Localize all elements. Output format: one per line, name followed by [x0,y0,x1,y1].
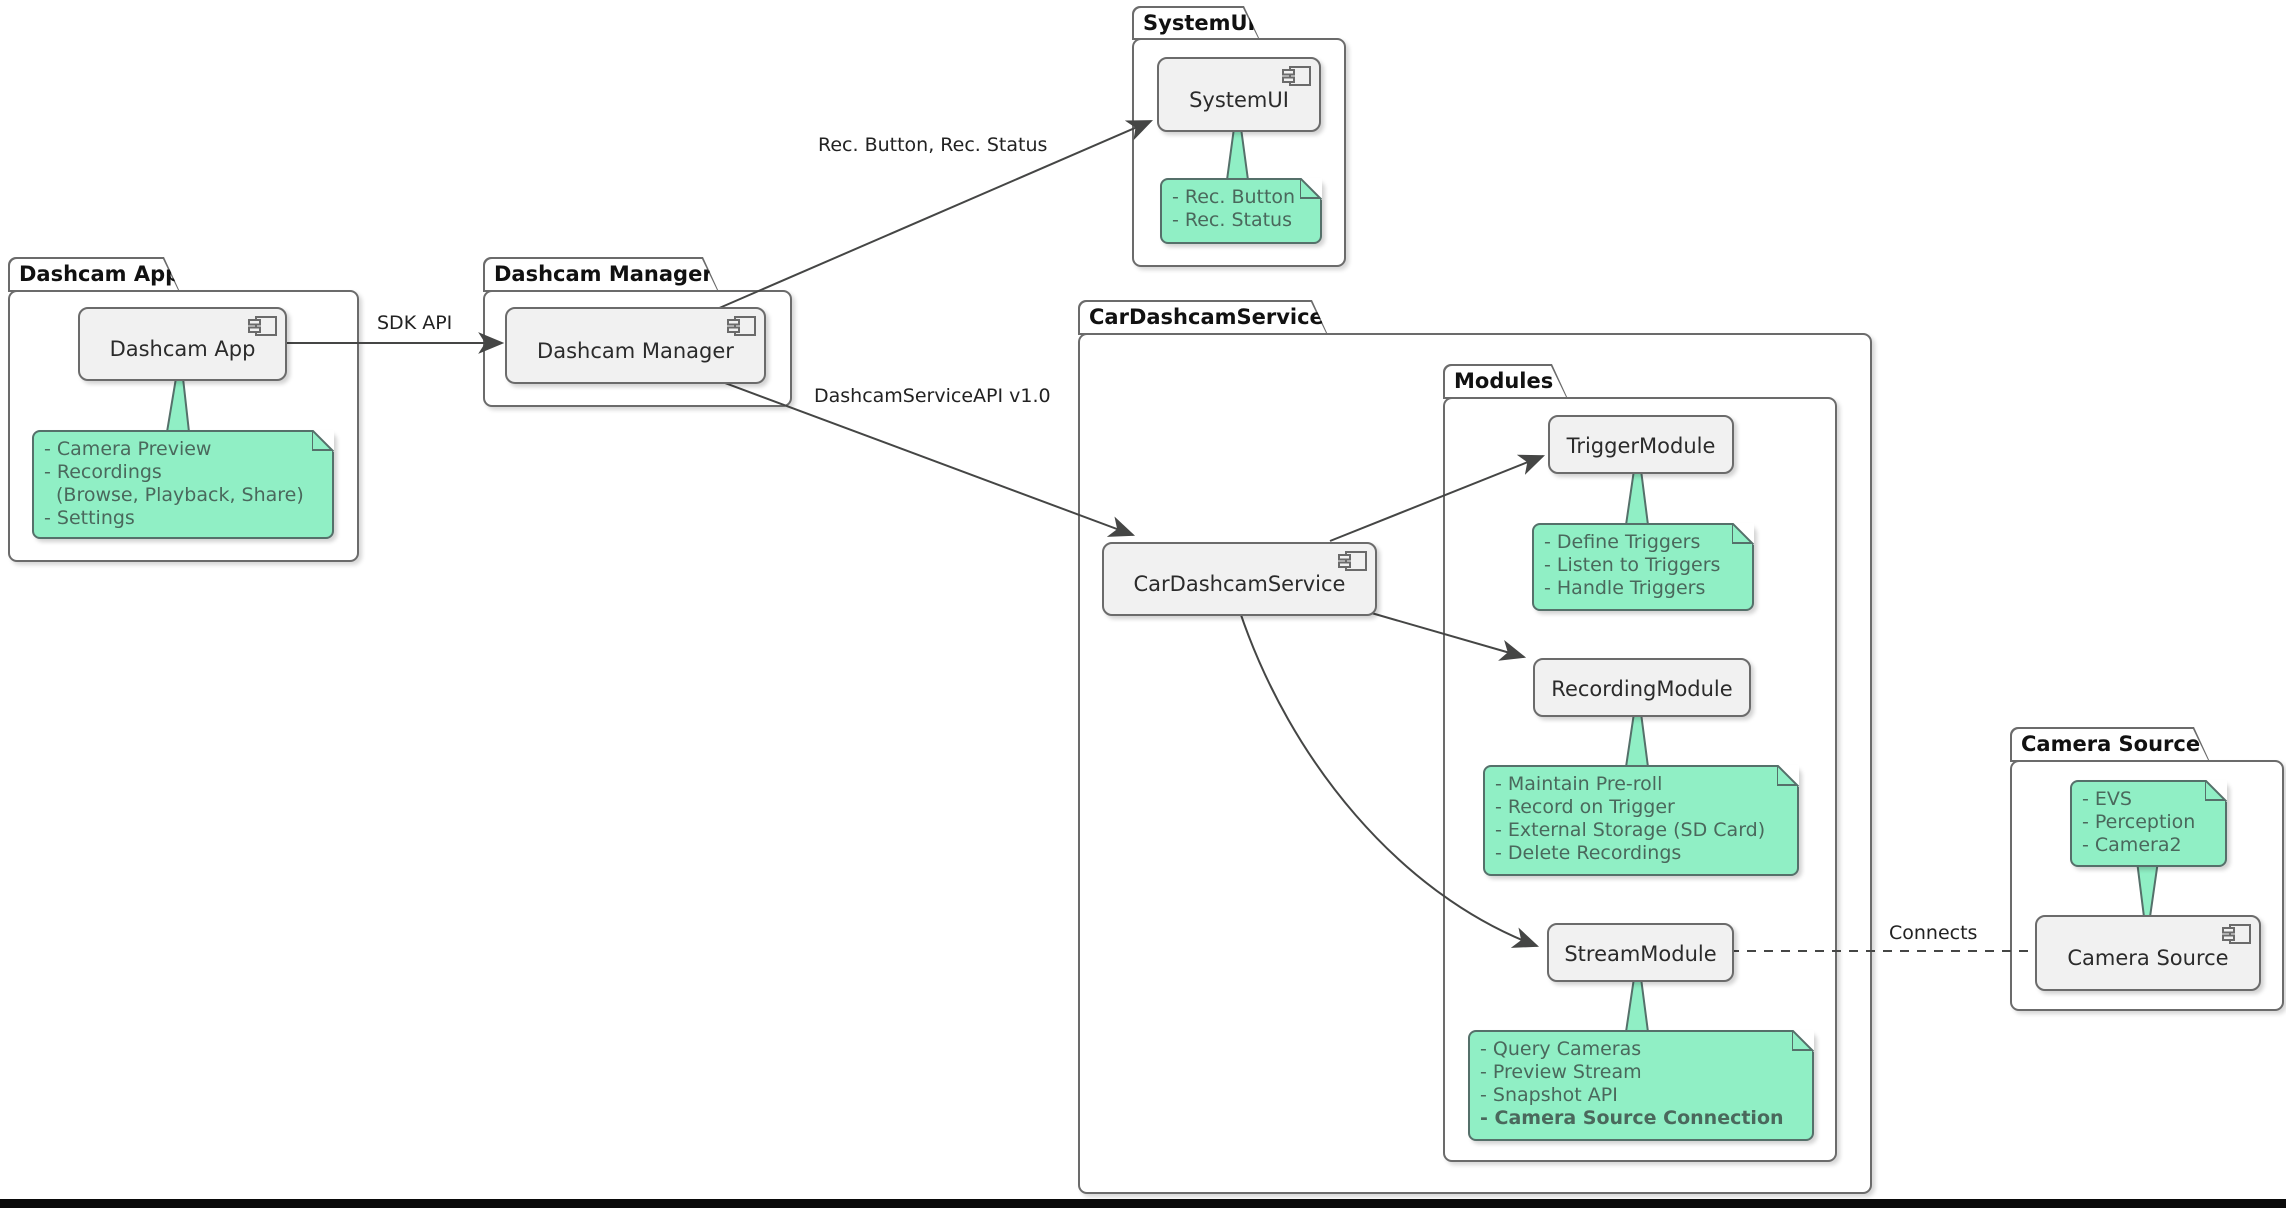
note-systemui: - Rec. Button - Rec. Status [1160,175,1323,244]
package-tab-dashcam-manager: Dashcam Manager [483,257,719,292]
component-label: TriggerModule [1566,433,1716,458]
component-label: Camera Source [2067,946,2229,970]
edge-label-connects: Connects [1889,922,1978,944]
note-fold-icon [1776,762,1800,787]
package-tab-modules: Modules [1443,364,1568,399]
note-tail-stream [1624,977,1650,1033]
note-fold-icon [1299,175,1323,200]
note-fold-icon [311,427,335,452]
note-line: - Perception [2082,811,2196,833]
component-icon [248,315,278,339]
note-fold-icon [1731,520,1755,545]
bottom-bar [0,1199,2286,1208]
package-title: Dashcam Manager [494,262,713,286]
note-tail-recording [1624,712,1650,768]
component-label: RecordingModule [1551,676,1733,701]
note-tail-systemui [1225,127,1250,181]
component-icon [1282,65,1312,89]
note-line: - Camera Preview [44,438,212,460]
package-tab-dashcam-app: Dashcam App [8,257,180,292]
edge-service-to-stream [1239,611,1540,948]
note-dashcam-app: - Camera Preview - Recordings (Browse, P… [32,427,335,539]
note-camera-source: - EVS - Perception - Camera2 [2070,777,2228,867]
note-line: - Define Triggers [1544,531,1701,553]
component-trigger-module: TriggerModule [1548,415,1734,474]
component-dashcam-manager: Dashcam Manager [505,307,766,384]
edge-label-rec-button-status: Rec. Button, Rec. Status [818,134,1048,156]
edge-label-dashcam-service-api: DashcamServiceAPI v1.0 [814,385,1051,407]
note-tail-trigger [1624,469,1650,526]
component-camera-source: Camera Source [2035,915,2261,991]
component-dashcam-app: Dashcam App [78,307,287,381]
component-label: Dashcam App [109,337,256,361]
component-systemui: SystemUI [1157,57,1321,132]
note-line: - External Storage (SD Card) [1495,819,1766,841]
note-line: - Handle Triggers [1544,577,1706,599]
note-line: - Recordings [44,461,162,483]
note-line: - Preview Stream [1480,1061,1642,1083]
component-label: Dashcam Manager [537,338,734,363]
note-line: - EVS [2082,788,2132,810]
edge-service-to-recording [1367,611,1527,661]
edge-manager-to-systemui [716,120,1153,310]
component-icon [2222,923,2252,947]
package-title: CarDashcamService [1089,305,1324,329]
component-icon [727,315,757,339]
package-title: Modules [1454,369,1554,393]
package-title: SystemUI [1143,11,1256,35]
note-line: - Camera2 [2082,834,2182,856]
note-line: - Maintain Pre-roll [1495,773,1663,795]
note-line: - Snapshot API [1480,1084,1618,1106]
note-fold-icon [2204,777,2228,802]
note-recording-module: - Maintain Pre-roll - Record on Trigger … [1483,762,1800,876]
note-line: - Record on Trigger [1495,796,1675,818]
note-line: - Rec. Status [1172,209,1293,231]
package-tab-systemui: SystemUI [1132,6,1260,40]
edge-manager-to-service [716,379,1136,537]
note-trigger-module: - Define Triggers - Listen to Triggers -… [1532,520,1755,611]
edge-label-sdk-api: SDK API [377,312,453,334]
package-tab-car-dashcam-service: CarDashcamService [1078,300,1328,335]
note-tail-camera-source [2135,860,2160,918]
component-label: StreamModule [1564,941,1717,966]
component-car-dashcam-service: CarDashcamService [1102,542,1377,616]
note-fold-icon [1791,1027,1815,1052]
package-title: Dashcam App [19,262,181,286]
note-line: - Rec. Button [1172,186,1296,208]
note-tail-dashcam-app [165,377,191,433]
note-line: - Settings [44,507,135,529]
component-icon [1338,550,1368,574]
component-stream-module: StreamModule [1547,923,1734,982]
package-title: Camera Source [2021,732,2201,756]
note-line: (Browse, Playback, Share) [56,484,304,506]
component-label: CarDashcamService [1133,572,1346,596]
note-line: - Query Cameras [1480,1038,1642,1060]
note-line: - Listen to Triggers [1544,554,1721,576]
component-recording-module: RecordingModule [1533,658,1751,717]
note-stream-module: - Query Cameras - Preview Stream - Snaps… [1468,1027,1815,1141]
edge-service-to-trigger [1329,454,1546,542]
note-line: - Camera Source Connection [1480,1107,1784,1129]
note-line: - Delete Recordings [1495,842,1682,864]
package-tab-camera-source: Camera Source [2010,727,2210,762]
component-label: SystemUI [1189,87,1289,112]
